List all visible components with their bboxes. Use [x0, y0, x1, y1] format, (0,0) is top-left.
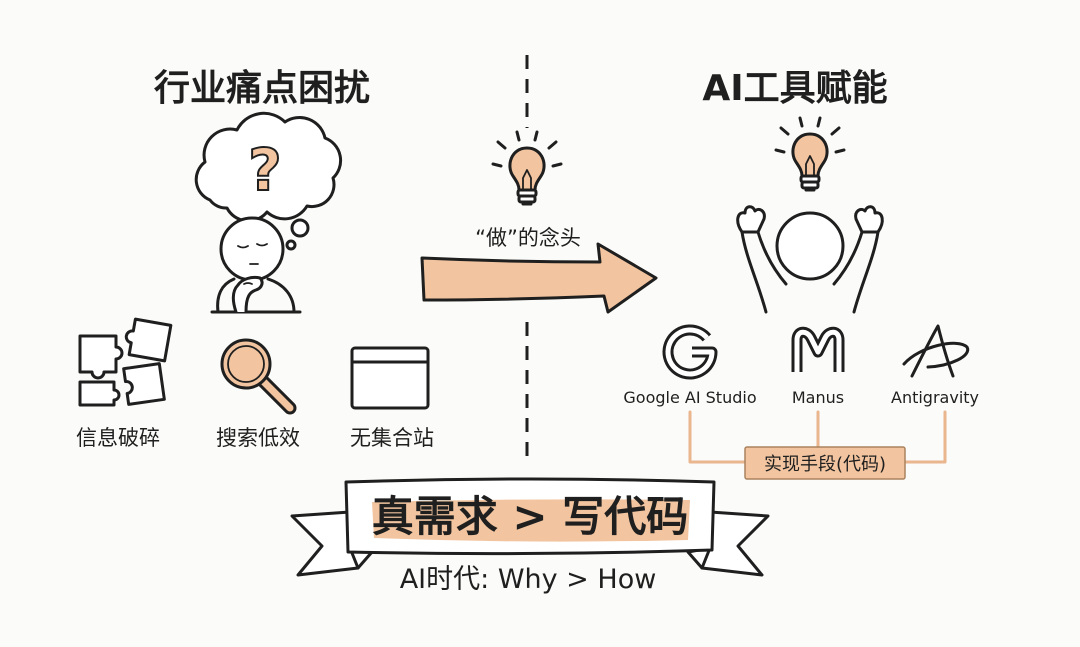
pain-point-label-1: 信息破碎: [76, 426, 160, 450]
antigravity-logo-icon: [902, 324, 970, 378]
puzzle-pieces-icon: [78, 317, 173, 407]
lightbulb-icon: [491, 130, 563, 206]
tool-label-manus: Manus: [792, 388, 844, 407]
manus-logo-icon: [791, 326, 845, 372]
pain-point-label-3: 无集合站: [350, 426, 434, 450]
transition-arrow: [420, 242, 658, 314]
implementation-label: 实现手段(代码): [764, 454, 886, 475]
google-logo-icon: [662, 324, 718, 380]
magnifying-glass-icon: [220, 338, 297, 415]
left-title: 行业痛点困扰: [154, 68, 370, 109]
pain-point-label-2: 搜索低效: [216, 426, 300, 450]
right-title: AI工具赋能: [702, 68, 887, 109]
tools-bracket: 实现手段(代码): [688, 410, 947, 480]
empty-window-icon: [350, 346, 430, 410]
thought-bubble-small: [285, 239, 297, 251]
implementation-box: [744, 446, 906, 480]
banner: 真需求 > 写代码: [290, 477, 770, 577]
cheering-person-icon: [736, 205, 884, 314]
thinking-person-icon: [210, 216, 302, 314]
tool-label-google: Google AI Studio: [623, 388, 756, 407]
banner-highlight: [372, 499, 690, 542]
banner-main-text: 真需求 > 写代码: [372, 492, 688, 541]
idea-lightbulb-icon: [774, 116, 846, 192]
thought-bubble-large: [290, 218, 310, 238]
arrow-label: “做”的念头: [475, 226, 581, 250]
thought-cloud-icon: ?: [194, 111, 343, 251]
banner-subtitle: AI时代: Why > How: [400, 564, 657, 595]
question-mark: ?: [248, 136, 282, 204]
tool-label-antigravity: Antigravity: [891, 388, 979, 407]
